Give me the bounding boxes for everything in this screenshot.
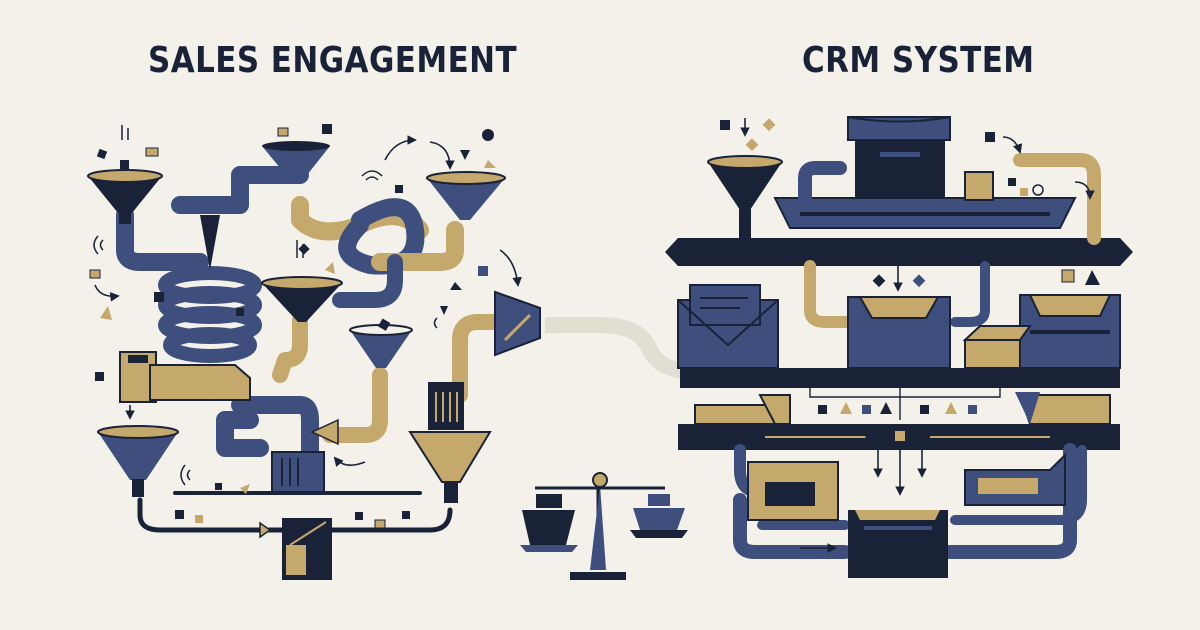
arrow-icon (1002, 136, 1023, 154)
arrow-icon (440, 306, 448, 315)
pipe (371, 221, 464, 271)
pipe (798, 161, 847, 205)
conveyor-icon (680, 368, 1120, 388)
box-icon (848, 510, 948, 578)
arrow-icon (310, 418, 339, 446)
pipe (1013, 153, 1101, 245)
funnel-icon (707, 155, 783, 239)
pipe (950, 261, 990, 327)
sales-engagement-title: SALES ENGAGEMENT (148, 40, 518, 81)
pipe (137, 497, 293, 533)
pipe (171, 166, 309, 214)
machine-block (694, 404, 776, 425)
pipe (804, 260, 854, 328)
funnel-icon (426, 171, 506, 220)
conveyor-icon (678, 238, 1120, 266)
machine-block (149, 364, 251, 401)
balance-scale-icon (520, 472, 688, 580)
pipe (231, 396, 319, 459)
arrow-icon (384, 135, 417, 161)
connector-pipe (545, 317, 701, 380)
pipe (943, 443, 1077, 559)
pipe (216, 411, 269, 457)
box-icon (964, 339, 1021, 369)
funnel-icon (261, 276, 343, 322)
funnel-icon (87, 169, 163, 224)
funnel-icon (97, 425, 179, 497)
scattered-shapes (89, 124, 496, 529)
spring-coil (158, 266, 262, 363)
press-body (855, 140, 945, 198)
funnel-icon (349, 324, 413, 368)
pipe (272, 312, 308, 383)
arrow-icon (333, 456, 366, 467)
machine-block (428, 382, 464, 430)
funnel-icon (408, 431, 492, 503)
pipe (452, 314, 508, 403)
pipe (950, 445, 1087, 525)
pipe (327, 507, 453, 533)
arrow-icon (499, 249, 522, 287)
pipe (322, 367, 388, 443)
press-head (847, 116, 951, 141)
pipe (116, 206, 209, 271)
crm-system-title: CRM SYSTEM (802, 40, 1035, 81)
machine-block (494, 290, 541, 357)
arrow-icon (94, 284, 120, 302)
arrow-icon (1074, 181, 1095, 200)
crm-system-machine (665, 116, 1133, 578)
pipe (332, 254, 403, 308)
arrow-icon (429, 141, 455, 170)
funnel-icon (262, 141, 330, 180)
pipe (733, 493, 852, 559)
sales-engagement-machine (87, 124, 568, 580)
